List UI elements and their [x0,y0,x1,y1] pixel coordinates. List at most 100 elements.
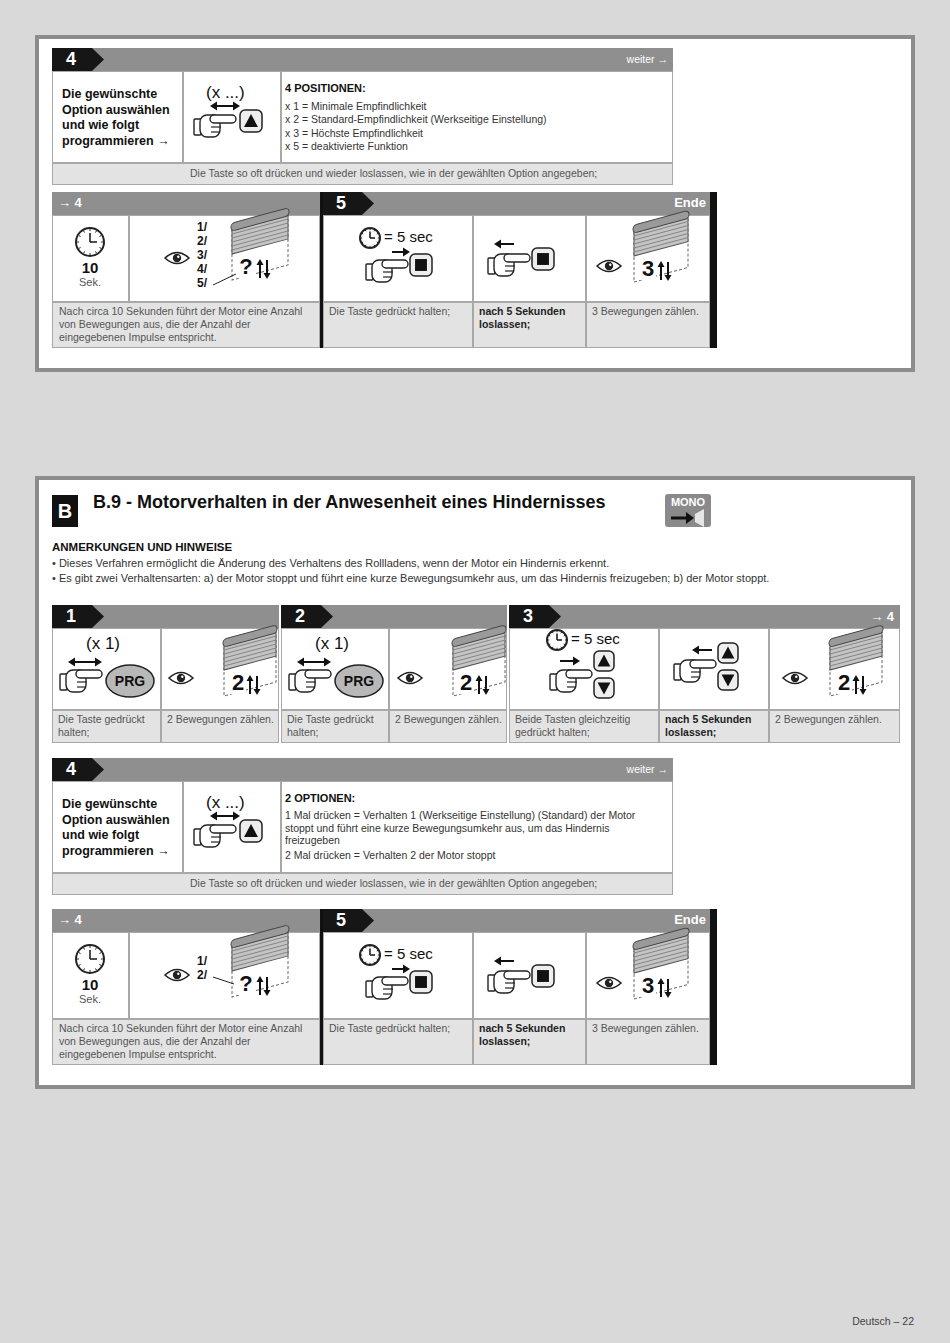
clock-tick [362,958,363,960]
arrow-head [264,273,271,279]
cell-frame [53,303,320,348]
text-x16: (x 1) [315,634,369,655]
text-t15: = 5 sec [384,228,468,246]
clock-tick [362,241,363,243]
clock-hand [557,639,562,641]
text-sl: 3/ [197,249,217,263]
cell-frame [282,72,673,163]
text-capb: nach 5 Sekunden loslassen; [665,713,765,739]
hand-knuckle [306,686,315,687]
clock-tick [362,233,363,235]
clock-tick [95,948,97,950]
text-posh: 4 POSITIONEN: [285,82,665,95]
cell-frame [660,629,769,710]
clock-hand [89,233,91,242]
hint-strip: Die Taste so oft drücken und wieder losl… [52,163,673,185]
arrow-head [483,689,490,695]
text-cap: Die Taste gedrückt halten; [329,305,469,318]
text-pos: x 5 = deaktivierte Funktion [285,140,665,153]
text-bx: B [52,499,78,523]
page-card [37,478,913,1087]
arrow-head [665,275,672,281]
clock-tick [90,946,91,948]
clock-tick [377,233,378,235]
text-lb: Die gewünschte Option auswählen und wie … [62,87,180,150]
arrow-head [247,675,254,681]
hand-knuckle [211,841,220,842]
clock-symbol [360,228,380,248]
arrow-head [95,658,102,667]
clock-symbol [360,945,380,965]
prg-button [335,665,383,697]
mono-badge-box [665,494,711,527]
eye-pupil [173,971,181,979]
shutter-slat [634,234,688,248]
shutter-slat [830,652,882,666]
hand-knuckle [211,126,221,127]
text-hdrb: Ende [640,195,706,211]
clock-tick [373,245,375,246]
clock-tick [79,952,81,954]
action-column: = 5 secBeide Tasten gleichzeitig gedrück… [509,628,659,743]
text-pos: 2 Mal drücken = Verhalten 2 der Motor st… [285,849,665,862]
shutter-roll [633,927,689,950]
eye-pupil [177,674,185,682]
clock-hand [369,232,371,239]
text-num: 2 [836,672,852,694]
clock-tick [552,647,554,648]
shutter-roll [223,625,277,647]
clock-symbol [547,630,567,650]
hand-knuckle [211,131,220,132]
roller-shutter-icon [829,625,883,696]
shutter-slat [232,952,288,967]
text-tab: 3 [523,606,553,628]
step-panel: 5Ende= 5 secDie Taste gedrückt halten;na… [322,192,717,348]
hand-finger [566,670,592,678]
text-b15: 10 [62,976,118,994]
eye-glint [181,676,183,678]
hand-knuckle [77,686,86,687]
clock-tick [373,962,375,963]
button-symbol [594,651,614,671]
shutter-slat [224,648,276,662]
text-tab: 5 [336,910,366,932]
text-capc: Sek. [62,276,118,289]
note-text: • Es gibt zwei Verhaltensarten: a) der M… [52,572,910,585]
clock-tick [365,245,367,246]
hint-strip: Die Taste so oft drücken und wieder losl… [52,873,673,895]
cell-frame [474,1020,586,1065]
text-capb: nach 5 Sekunden loslassen; [479,305,583,331]
clock-tick [90,229,91,231]
roller-shutter-icon [633,927,689,999]
button-cell: (x ...) [183,71,281,163]
eye-glint [177,256,179,258]
text-cap: 3 Bewegungen zählen. [592,1022,706,1035]
caption-cell: Nach circa 10 Sekunden führt der Motor e… [52,302,320,348]
end-bar [710,909,717,1065]
shutter-slat [830,644,882,658]
shutter-slat [232,231,288,246]
step-divider [320,909,323,1065]
feedback-column: 3 3 Bewegungen zählen. [586,932,710,1065]
button-symbol [718,643,738,663]
text-pos: x 1 = Minimale Empfindlichkeit [285,100,665,113]
text-num: 3 [640,975,656,997]
clock-tick [377,958,378,960]
clock-tick [560,647,562,648]
eye-glint [410,676,412,678]
clock-tick [79,247,81,249]
text-cap: Nach circa 10 Sekunden führt der Motor e… [59,1022,315,1060]
step-header-bar [52,758,673,781]
step-number-tab [52,48,104,71]
step-divider [320,192,323,348]
text-sl: 4/ [197,263,217,277]
clock-hand [370,954,375,956]
clock-tick [79,235,81,237]
clock-tick [370,229,371,230]
text-num: ? [238,256,254,278]
eye-pupil [605,262,613,270]
text-x16: (x ...) [206,793,270,814]
eye-glint [609,264,611,266]
text-tab: 4 [66,759,96,781]
text-cap: 2 Bewegungen zählen. [395,713,503,726]
